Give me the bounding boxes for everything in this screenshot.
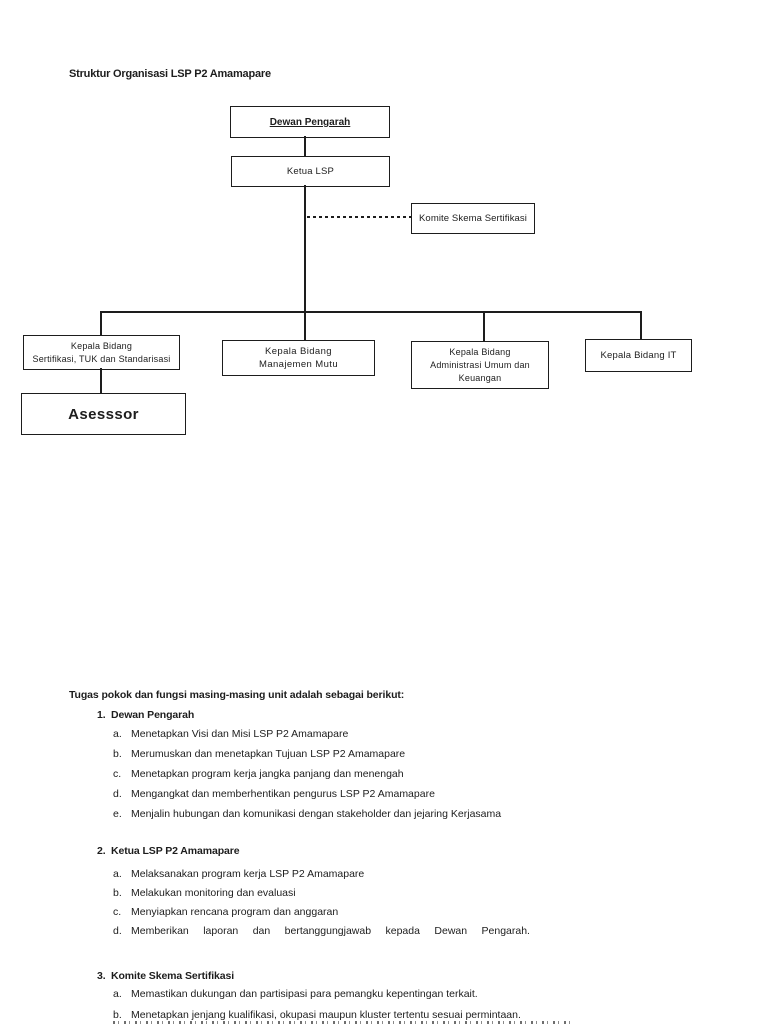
orgchart-box-label: Ketua LSP bbox=[286, 166, 335, 177]
list-item: a. Menetapkan Visi dan Misi LSP P2 Amamap… bbox=[113, 724, 348, 744]
list-item-text: Menyiapkan rencana program dan anggaran bbox=[131, 906, 339, 918]
tasks-intro-heading: Tugas pokok dan fungsi masing-masing uni… bbox=[69, 689, 405, 701]
section-number: 3. bbox=[97, 970, 106, 982]
list-item: c. Menetapkan program kerja jangka panjan… bbox=[113, 764, 404, 784]
list-item: c. Menyiapkan rencana program dan anggara… bbox=[113, 902, 338, 922]
section-heading: 1. Dewan Pengarah bbox=[97, 705, 194, 725]
orgchart-box-label: Kepala Bidang IT bbox=[600, 350, 677, 361]
list-item-letter: c. bbox=[113, 768, 122, 780]
diagram-title: Struktur Organisasi LSP P2 Amamapare bbox=[69, 68, 271, 80]
list-item-text-justified: Memberikan laporan dan bertanggungjawab kepa… bbox=[131, 921, 530, 941]
list-item-letter: d. bbox=[113, 925, 122, 937]
section-title: Ketua LSP P2 Amamapare bbox=[111, 845, 240, 857]
connector-ketua-to-branch bbox=[304, 185, 306, 312]
connector-drop-manajemen-mutu bbox=[304, 311, 306, 341]
orgchart-box-label: Kepala Bidang Manajemen Mutu bbox=[259, 346, 338, 370]
list-item-letter: b. bbox=[113, 887, 122, 899]
orgchart-box-kepala-bidang-sertifikasi: Kepala Bidang Sertifikasi, TUK dan Stand… bbox=[23, 335, 180, 370]
list-item: d. Memberikan laporan dan bertanggungjawab ke… bbox=[113, 921, 530, 941]
list-item: a. Melaksanakan program kerja LSP P2 Amam… bbox=[113, 864, 364, 884]
list-item-letter: a. bbox=[113, 728, 122, 740]
list-item-text: Menetapkan Visi dan Misi LSP P2 Amamapar… bbox=[131, 728, 349, 740]
orgchart-box-kepala-bidang-manajemen-mutu: Kepala Bidang Manajemen Mutu bbox=[222, 340, 375, 376]
list-item-text: Menjalin hubungan dan komunikasi dengan … bbox=[131, 808, 502, 820]
orgchart-box-label: Asesssor bbox=[68, 405, 139, 423]
list-item-text: Memastikan dukungan dan partisipasi para… bbox=[131, 988, 478, 1000]
list-item: b. Merumuskan dan menetapkan Tujuan LSP P… bbox=[113, 744, 405, 764]
list-item-letter: c. bbox=[113, 906, 122, 918]
list-item-letter: b. bbox=[113, 1009, 122, 1021]
word: Memberikan bbox=[131, 925, 189, 937]
orgchart-box-ketua-lsp: Ketua LSP bbox=[231, 156, 390, 187]
word: laporan bbox=[203, 925, 239, 937]
list-item: a. Memastikan dukungan dan partisipasi pa… bbox=[113, 984, 478, 1004]
list-item-text: Menetapkan program kerja jangka panjang … bbox=[131, 768, 404, 780]
list-item-text: Melaksanakan program kerja LSP P2 Amamap… bbox=[131, 868, 365, 880]
orgchart-box-komite-skema-sertifikasi: Komite Skema Sertifikasi bbox=[411, 203, 535, 234]
connector-drop-administrasi bbox=[483, 311, 485, 342]
list-item-letter: e. bbox=[113, 808, 122, 820]
section-title: Komite Skema Sertifikasi bbox=[111, 970, 235, 982]
list-item-letter: a. bbox=[113, 988, 122, 1000]
orgchart-box-dewan-pengarah: Dewan Pengarah bbox=[230, 106, 390, 138]
word: bertanggungjawab bbox=[284, 925, 372, 937]
word: Pengarah. bbox=[481, 925, 530, 937]
orgchart-box-label: Kepala Bidang Sertifikasi, TUK dan Stand… bbox=[32, 340, 171, 364]
word: kepada bbox=[385, 925, 420, 937]
section-heading: 3. Komite Skema Sertifikasi bbox=[97, 966, 234, 986]
clipped-text-line bbox=[113, 1021, 575, 1024]
connector-dewan-to-ketua bbox=[304, 136, 306, 156]
section-number: 1. bbox=[97, 709, 106, 721]
orgchart-box-label: Komite Skema Sertifikasi bbox=[419, 213, 527, 224]
list-item: b. Menetapkan jenjang kualifikasi, okupas… bbox=[113, 1005, 521, 1024]
orgchart-box-kepala-bidang-it: Kepala Bidang IT bbox=[585, 339, 692, 372]
word: dan bbox=[252, 925, 271, 937]
orgchart-box-label: Dewan Pengarah bbox=[269, 116, 351, 128]
section-number: 2. bbox=[97, 845, 106, 857]
section-heading: 2. Ketua LSP P2 Amamapare bbox=[97, 841, 240, 861]
connector-dashed-komite bbox=[307, 216, 411, 218]
section-title: Dewan Pengarah bbox=[111, 709, 195, 721]
connector-sertifikasi-to-asesssor bbox=[100, 368, 102, 394]
orgchart-box-kepala-bidang-administrasi: Kepala Bidang Administrasi Umum dan Keua… bbox=[411, 341, 549, 389]
list-item-letter: a. bbox=[113, 868, 122, 880]
connector-horizontal-branch bbox=[100, 311, 642, 313]
list-item-text: Mengangkat dan memberhentikan pengurus L… bbox=[131, 788, 435, 800]
list-item: d. Mengangkat dan memberhentikan pengurus… bbox=[113, 784, 435, 804]
connector-drop-sertifikasi bbox=[100, 311, 102, 336]
connector-drop-it bbox=[640, 311, 642, 340]
list-item-letter: d. bbox=[113, 788, 122, 800]
orgchart-box-asesssor: Asesssor bbox=[21, 393, 186, 435]
list-item-letter: b. bbox=[113, 748, 122, 760]
list-item-text: Menetapkan jenjang kualifikasi, okupasi … bbox=[131, 1009, 521, 1021]
list-item-text: Melakukan monitoring dan evaluasi bbox=[131, 887, 296, 899]
list-item: e. Menjalin hubungan dan komunikasi denga… bbox=[113, 804, 501, 824]
orgchart-box-label: Kepala Bidang Administrasi Umum dan Keua… bbox=[430, 346, 530, 383]
list-item-text: Merumuskan dan menetapkan Tujuan LSP P2 … bbox=[131, 748, 406, 760]
list-item: b. Melakukan monitoring dan evaluasi bbox=[113, 883, 296, 903]
word: Dewan bbox=[434, 925, 468, 937]
